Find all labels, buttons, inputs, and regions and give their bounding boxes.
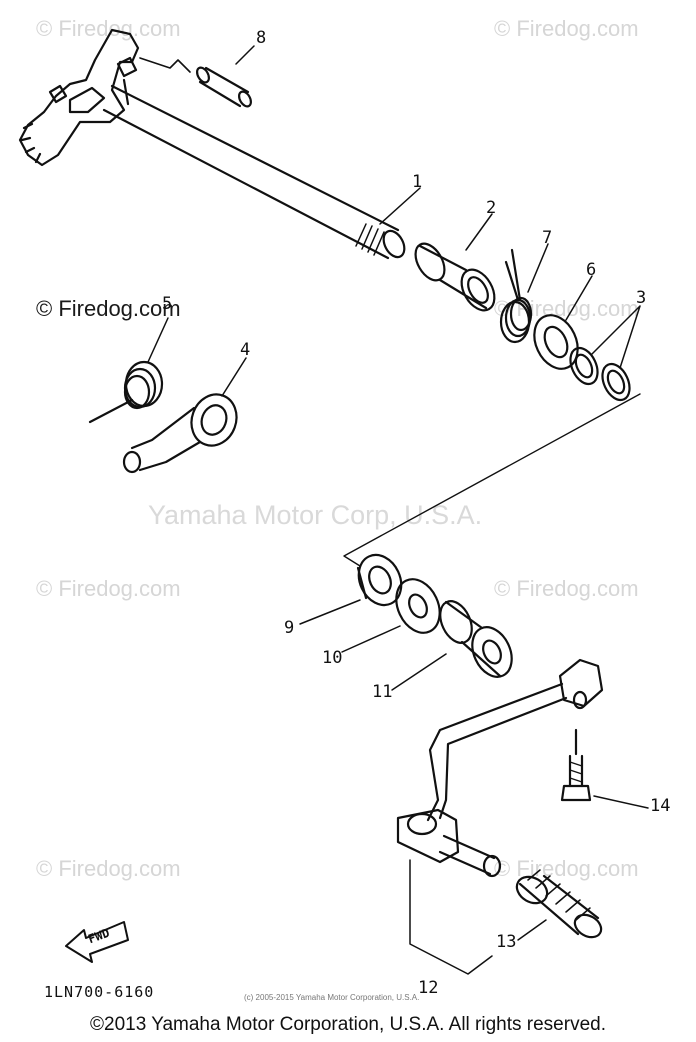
- callout-11: 11: [372, 682, 393, 702]
- bolt: [560, 728, 592, 802]
- watermark: © Firedog.com: [36, 856, 181, 881]
- shift-shaft: [102, 78, 406, 260]
- watermark-center: Yamaha Motor Corp, U.S.A.: [148, 500, 483, 530]
- callout-13: 13: [496, 932, 517, 952]
- watermark: © Firedog.com: [36, 296, 181, 321]
- callout-8: 8: [256, 28, 267, 48]
- watermark: © Firedog.com: [36, 576, 181, 601]
- callout-9: 9: [284, 618, 295, 638]
- torsion-spring: [88, 360, 164, 424]
- diagram-code: 1LN700-6160: [44, 983, 155, 1001]
- shift-arm: [18, 28, 140, 167]
- callout-1: 1: [412, 172, 423, 192]
- callout-10: 10: [322, 648, 343, 668]
- callout-12: 12: [418, 978, 439, 998]
- fwd-arrow-icon: [65, 921, 129, 963]
- shift-pedal: [396, 658, 604, 878]
- circlip: [569, 346, 631, 402]
- collar: [414, 242, 496, 312]
- watermark: © Firedog.com: [494, 16, 639, 41]
- bush: [439, 600, 513, 678]
- washer: [533, 314, 579, 370]
- bearing: [356, 553, 403, 607]
- footer-copyright: ©2013 Yamaha Motor Corporation, U.S.A. A…: [90, 1014, 606, 1035]
- callout-2: 2: [486, 198, 497, 218]
- callout-4: 4: [240, 340, 251, 360]
- flat-washer: [395, 578, 441, 634]
- watermark: © Firedog.com: [494, 856, 639, 881]
- dowel-pin: [139, 57, 252, 108]
- pedal-rubber: [515, 869, 603, 939]
- small-copyright: (c) 2005-2015 Yamaha Motor Corporation, …: [244, 993, 420, 1002]
- watermark: © Firedog.com: [494, 576, 639, 601]
- spring: [499, 248, 533, 344]
- callout-14: 14: [650, 796, 671, 816]
- callout-3: 3: [636, 288, 647, 308]
- callout-6: 6: [586, 260, 597, 280]
- callout-7: 7: [542, 228, 553, 248]
- stopper-lever: [122, 393, 238, 474]
- callout-5: 5: [162, 294, 173, 314]
